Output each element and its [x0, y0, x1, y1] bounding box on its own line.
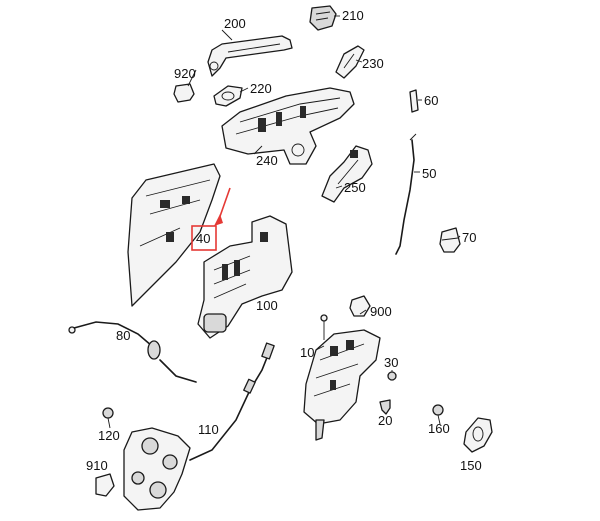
- callout-120: 120: [98, 428, 120, 443]
- part-220-gasket: [213, 85, 243, 107]
- callout-40: 40: [196, 231, 210, 246]
- part-230-seal: [335, 45, 365, 79]
- callout-220: 220: [250, 81, 272, 96]
- callout-210: 210: [342, 8, 364, 23]
- part-240-handle-carrier: [221, 87, 355, 165]
- callout-110: 110: [198, 422, 219, 437]
- part-100-lock-housing: [197, 215, 293, 339]
- callout-200: 200: [224, 16, 246, 31]
- part-200-outer-handle: [207, 35, 293, 77]
- part-120-screw: [102, 407, 114, 429]
- callout-labels: 200 210 920 220 230 60 240 250 50 40 70 …: [86, 8, 482, 473]
- highlight-40: [191, 187, 231, 251]
- callout-900: 900: [370, 304, 392, 319]
- callout-160: 160: [428, 421, 450, 436]
- callout-910: 910: [86, 458, 108, 473]
- part-30-clip: [387, 371, 397, 381]
- callout-10: 10: [300, 345, 314, 360]
- part-160-screw: [432, 404, 444, 425]
- callout-60: 60: [424, 93, 438, 108]
- callout-920: 920: [174, 66, 196, 81]
- part-20-screw: [379, 399, 391, 415]
- part-80-cable: [68, 321, 197, 383]
- part-60-plug: [409, 89, 419, 113]
- part-inner-cover-panel: [127, 163, 221, 307]
- part-250-bracket: [321, 145, 373, 203]
- part-50-rod: [395, 133, 417, 255]
- callout-50: 50: [422, 166, 436, 181]
- callout-80: 80: [116, 328, 130, 343]
- callout-240: 240: [256, 153, 278, 168]
- part-900-pad: [349, 295, 371, 317]
- part-110-cable: [189, 342, 275, 461]
- leader-lines: [187, 15, 461, 372]
- part-70-grommet: [439, 227, 461, 253]
- callout-250: 250: [344, 180, 366, 195]
- callout-30: 30: [384, 355, 398, 370]
- part-210-handle-cap: [309, 5, 337, 31]
- callout-230: 230: [362, 56, 384, 71]
- part-150-striker: [463, 417, 493, 453]
- callout-100: 100: [256, 298, 278, 313]
- part-lower-bracket: [123, 427, 191, 511]
- part-910-pad: [95, 473, 115, 497]
- callout-20: 20: [378, 413, 392, 428]
- callout-70: 70: [462, 230, 476, 245]
- part-10-door-lock: [303, 314, 381, 441]
- callout-150: 150: [460, 458, 482, 473]
- part-920-pad: [173, 83, 195, 103]
